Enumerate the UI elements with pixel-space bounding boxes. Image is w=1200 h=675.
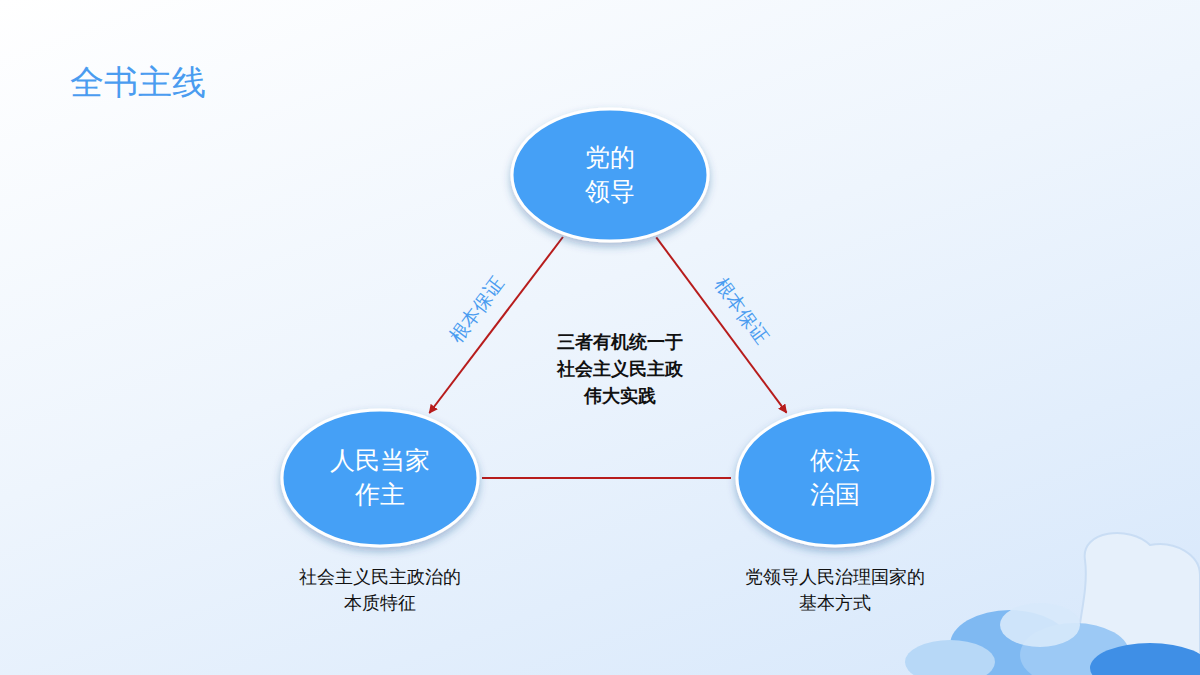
connector [656,237,786,412]
ellipse-shape [280,408,480,548]
cloud-decoration [905,533,1200,675]
diagram-title: 全书主线 [70,60,206,106]
edge-label: 根本保证 [708,272,774,349]
node-caption: 党领导人民治理国家的 基本方式 [741,564,928,616]
ellipse-node: 依法 治国党领导人民治理国家的 基本方式 [735,408,935,548]
node-text: 党的 领导 [558,141,663,209]
node-text: 依法 治国 [783,444,888,512]
center-note: 三者有机统一于 社会主义民主政 伟大实践 [554,328,685,409]
node-caption: 社会主义民主政治的 本质特征 [286,564,473,616]
connector [482,477,731,479]
ellipse-shape [510,107,710,243]
node-text: 人民当家 作主 [328,444,433,512]
ellipse-node: 党的 领导 [510,107,710,243]
connector [429,237,563,413]
ellipse-node: 人民当家 作主社会主义民主政治的 本质特征 [280,408,480,548]
edge-label: 根本保证 [444,272,511,348]
ellipse-shape [735,408,935,548]
